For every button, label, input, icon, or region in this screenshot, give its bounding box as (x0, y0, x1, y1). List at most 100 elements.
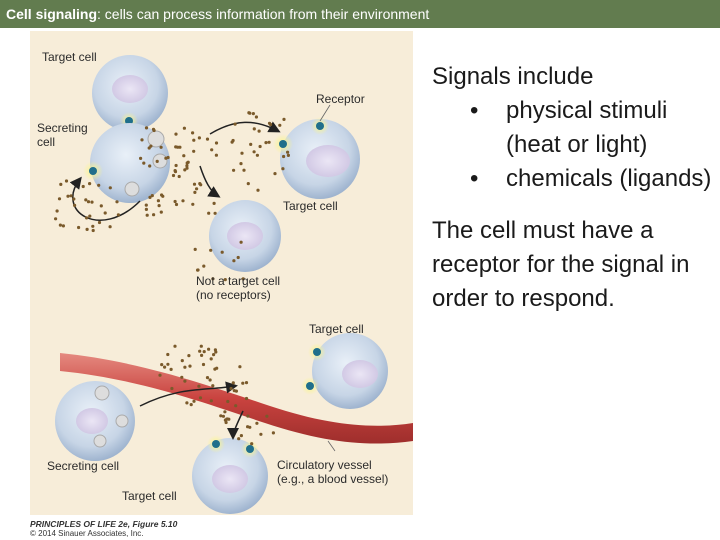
signal-dot (213, 211, 217, 215)
signal-dot (174, 163, 178, 168)
title-bold: Cell signaling (6, 6, 98, 22)
signal-dot (269, 122, 273, 127)
secreting-cell-top-graphic (83, 123, 170, 203)
signal-dot (81, 184, 85, 189)
signal-dot (186, 160, 190, 164)
signal-dot (91, 228, 95, 233)
signal-dot (211, 277, 215, 281)
signal-dot (225, 417, 229, 421)
label-target-cell-mid: Target cell (283, 199, 338, 213)
target-cell-bottom-graphic (192, 435, 268, 514)
signal-dot (148, 164, 152, 168)
bullet-glyph: • (470, 165, 479, 192)
signal-dot (90, 200, 94, 204)
signal-dot (159, 210, 163, 214)
signal-dot (182, 154, 186, 158)
signal-dot (97, 183, 101, 187)
signal-dot (88, 182, 92, 186)
signal-dot (229, 386, 233, 391)
signal-dot (185, 166, 189, 170)
label-secreting-cell-bottom: Secreting cell (47, 459, 120, 473)
signal-dot (213, 348, 217, 352)
signal-dot (195, 187, 199, 191)
signal-dot (183, 365, 187, 369)
signal-dot (232, 168, 236, 172)
signal-dot (281, 167, 285, 171)
arrow-to-bottom-cell (227, 410, 244, 440)
cell-signaling-figure: Target cell Receptor Secreting cell Targ… (30, 31, 413, 515)
signal-dot (239, 434, 243, 438)
signal-molecules (54, 111, 290, 446)
signal-dot (69, 194, 73, 198)
signal-dot (208, 378, 212, 382)
signal-dot (212, 353, 216, 357)
signal-dot (163, 365, 167, 369)
signal-dot (236, 255, 240, 260)
signal-dot (187, 354, 191, 358)
figure-artwork (54, 55, 413, 514)
credit-figure-source: PRINCIPLES OF LIFE 2e, Figure 5.10 (30, 519, 178, 529)
signal-dot (191, 202, 195, 206)
signal-dot (155, 159, 159, 163)
signal-dot (159, 145, 163, 149)
signal-dot (86, 200, 91, 204)
signal-dot (178, 145, 182, 149)
signal-dot (198, 396, 203, 400)
signal-dot (267, 140, 271, 144)
signal-dot (242, 168, 246, 172)
signal-dot (238, 365, 242, 369)
signal-dot (246, 425, 250, 429)
signal-dot (199, 344, 203, 348)
signal-dot (192, 399, 196, 403)
signal-dot (191, 131, 195, 135)
signal-dot (145, 213, 149, 217)
signal-dot (150, 194, 154, 198)
signal-dot (193, 247, 197, 251)
label-target-cell-bottom: Target cell (122, 489, 177, 503)
signal-dot (54, 217, 58, 221)
signal-dot (209, 248, 213, 252)
signal-dot (198, 349, 202, 353)
signal-dot (202, 350, 206, 354)
signal-dot (252, 150, 256, 154)
signal-dot (220, 250, 224, 254)
signal-dot (148, 195, 152, 199)
signal-dot (250, 442, 254, 446)
signal-dot (166, 362, 170, 366)
signal-dot (149, 144, 153, 148)
signal-dot (91, 224, 95, 228)
signal-dot (171, 173, 176, 178)
signal-dot (189, 403, 193, 407)
signal-dot (255, 153, 259, 157)
signal-dot (73, 203, 77, 207)
signal-dot (196, 268, 200, 272)
signal-dot (173, 344, 177, 348)
title-rest: : cells can process information from the… (97, 6, 430, 22)
signal-dot (77, 225, 81, 230)
signal-dot (198, 182, 202, 186)
signal-dot (144, 203, 148, 207)
label-not-target-line1: Not a target cell (196, 274, 281, 288)
signal-dot (234, 404, 238, 408)
signal-dot (214, 153, 218, 157)
arrow-to-right-cell (209, 121, 281, 135)
signal-dot (209, 357, 213, 361)
signal-dot (278, 123, 282, 127)
label-circulatory-line2: (e.g., a blood vessel) (277, 472, 389, 486)
signal-dot (144, 207, 148, 211)
signal-dot (85, 216, 89, 220)
signal-dot (180, 359, 184, 363)
signal-dot (108, 186, 112, 190)
signal-dot (200, 353, 204, 357)
signal-dot (241, 381, 245, 385)
signal-dot (152, 213, 156, 217)
signal-dot (61, 224, 65, 228)
signal-dot (85, 227, 89, 231)
label-secreting-cell-line2: cell (37, 135, 56, 149)
signal-dot (97, 220, 102, 225)
signal-dot (244, 396, 249, 401)
signal-dot (181, 199, 185, 203)
signal-dot (207, 347, 211, 351)
signal-dot (158, 373, 162, 377)
signal-dot (180, 375, 184, 379)
